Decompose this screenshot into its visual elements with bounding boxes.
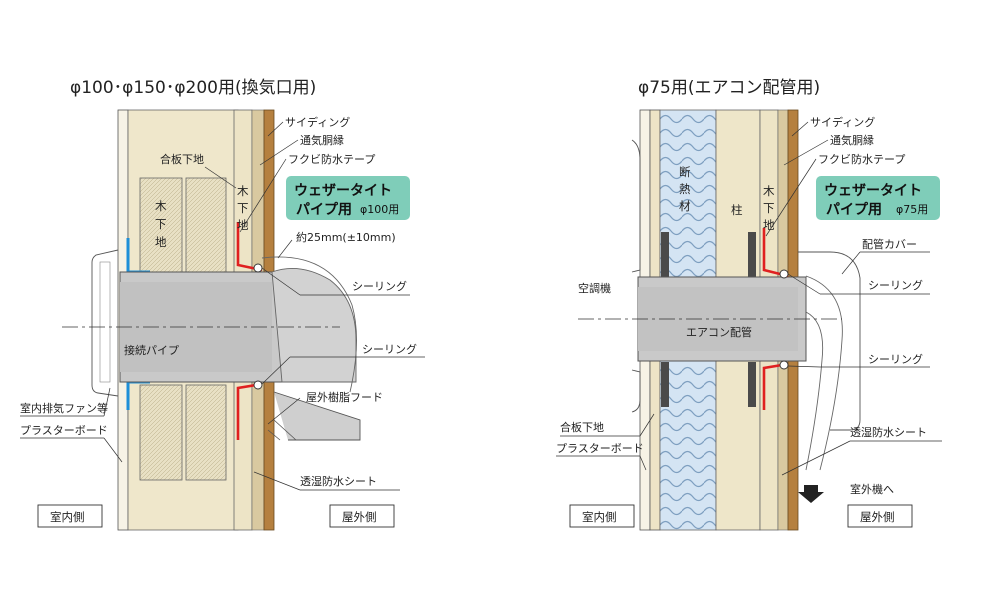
right-badge-line2: パイプ用 — [826, 202, 882, 218]
left-label-indoor-fan: 室内排気ファン等 — [20, 401, 108, 415]
left-diagram: φ100･φ150･φ200用(換気口用) — [20, 78, 425, 531]
left-label-flashing-tape: フクビ防水テープ — [288, 152, 375, 166]
left-badge-line1: ウェザータイト — [294, 183, 392, 199]
left-label-vent-furring: 通気胴縁 — [300, 133, 344, 147]
right-label-insulation-3: 材 — [679, 199, 691, 213]
right-dark-strip-top — [661, 232, 669, 277]
left-outdoor-hood — [271, 267, 357, 383]
right-label-siding: サイディング — [810, 115, 875, 129]
right-label-vent-furring: 通気胴縁 — [830, 133, 874, 147]
left-outdoor-side-box — [329, 504, 395, 528]
right-label-pipe-cover: 配管カバー — [862, 237, 917, 251]
left-label-wood-inner-3: 地 — [155, 235, 167, 249]
right-badge-line1: ウェザータイト — [824, 183, 922, 199]
right-label-plywood-base: 合板下地 — [560, 420, 604, 434]
left-label-plywood-base: 合板下地 — [160, 152, 204, 166]
right-label-moisture-sheet: 透湿防水シート — [850, 425, 927, 439]
right-title: φ75用(エアコン配管用) — [638, 78, 820, 98]
left-label-plaster-board: プラスターボード — [20, 424, 108, 437]
left-label-wood-base-2: 下 — [237, 201, 249, 215]
right-label-sealing-bottom: シーリング — [868, 352, 923, 366]
left-label-wood-inner-1: 木 — [155, 199, 167, 213]
right-dark-strip-bottom — [661, 362, 669, 407]
arrow-down-icon — [798, 485, 824, 503]
right-badge-size: φ75用 — [896, 203, 928, 216]
right-ac-unit-outline — [631, 139, 641, 273]
left-label-wood-inner-2: 下 — [155, 217, 167, 231]
left-label-connecting-pipe: 接続パイプ — [124, 343, 179, 357]
right-pipe-cover — [798, 251, 861, 431]
left-label-wood-base-1: 木 — [237, 184, 249, 198]
right-label-insulation-1: 断 — [679, 165, 691, 179]
left-product-badge — [286, 176, 410, 220]
right-product-badge — [816, 176, 940, 220]
right-label-air-conditioner: 空調機 — [578, 281, 611, 295]
left-label-wood-base-3: 地 — [237, 218, 249, 232]
left-label-sealing-top: シーリング — [352, 279, 407, 293]
right-label-wood-base-3: 地 — [763, 218, 775, 232]
right-label-wood-base-2: 下 — [763, 201, 775, 215]
left-sealing-dot-top — [253, 263, 263, 273]
left-label-sealing-bottom: シーリング — [362, 342, 417, 356]
right-indoor-side-box — [569, 504, 635, 528]
right-label-column: 柱 — [731, 203, 743, 217]
left-badge-size: φ100用 — [360, 203, 399, 216]
right-label-indoor-side: 室内側 — [582, 510, 617, 524]
left-wood-stud-bottom — [139, 384, 183, 481]
right-label-flashing-tape: フクビ防水テープ — [818, 152, 905, 166]
left-label-outdoor-side: 屋外側 — [342, 510, 377, 524]
right-sealing-dot-bottom — [779, 360, 789, 370]
left-wood-stud-top-2 — [185, 177, 227, 273]
left-label-siding: サイディング — [285, 115, 350, 129]
right-label-wood-base-1: 木 — [763, 184, 775, 198]
right-label-to-outdoor-unit: 室外機へ — [850, 482, 894, 496]
right-diagram: φ75用(エアコン配管用) — [556, 78, 942, 531]
right-label-ac-pipe: エアコン配管 — [686, 325, 752, 339]
right-label-plaster-board: プラスターボード — [556, 442, 644, 455]
left-label-outdoor-hood: 屋外樹脂フード — [306, 390, 383, 404]
right-label-outdoor-side: 屋外側 — [860, 510, 895, 524]
right-outdoor-side-box — [847, 504, 913, 528]
left-indoor-fan — [91, 249, 119, 397]
left-label-indoor-side: 室内側 — [50, 510, 85, 524]
left-indoor-side-box — [37, 504, 103, 528]
right-sealing-dot-top — [779, 269, 789, 279]
left-label-gap: 約25mm(±10mm) — [296, 230, 396, 244]
left-sealing-dot-bottom — [253, 380, 263, 390]
left-title: φ100･φ150･φ200用(換気口用) — [70, 78, 316, 98]
right-label-sealing-top: シーリング — [868, 278, 923, 292]
left-wood-stud-bottom-2 — [185, 384, 227, 481]
left-badge-line2: パイプ用 — [296, 202, 352, 218]
left-label-moisture-sheet: 透湿防水シート — [300, 474, 377, 488]
right-label-insulation-2: 熱 — [679, 182, 691, 196]
